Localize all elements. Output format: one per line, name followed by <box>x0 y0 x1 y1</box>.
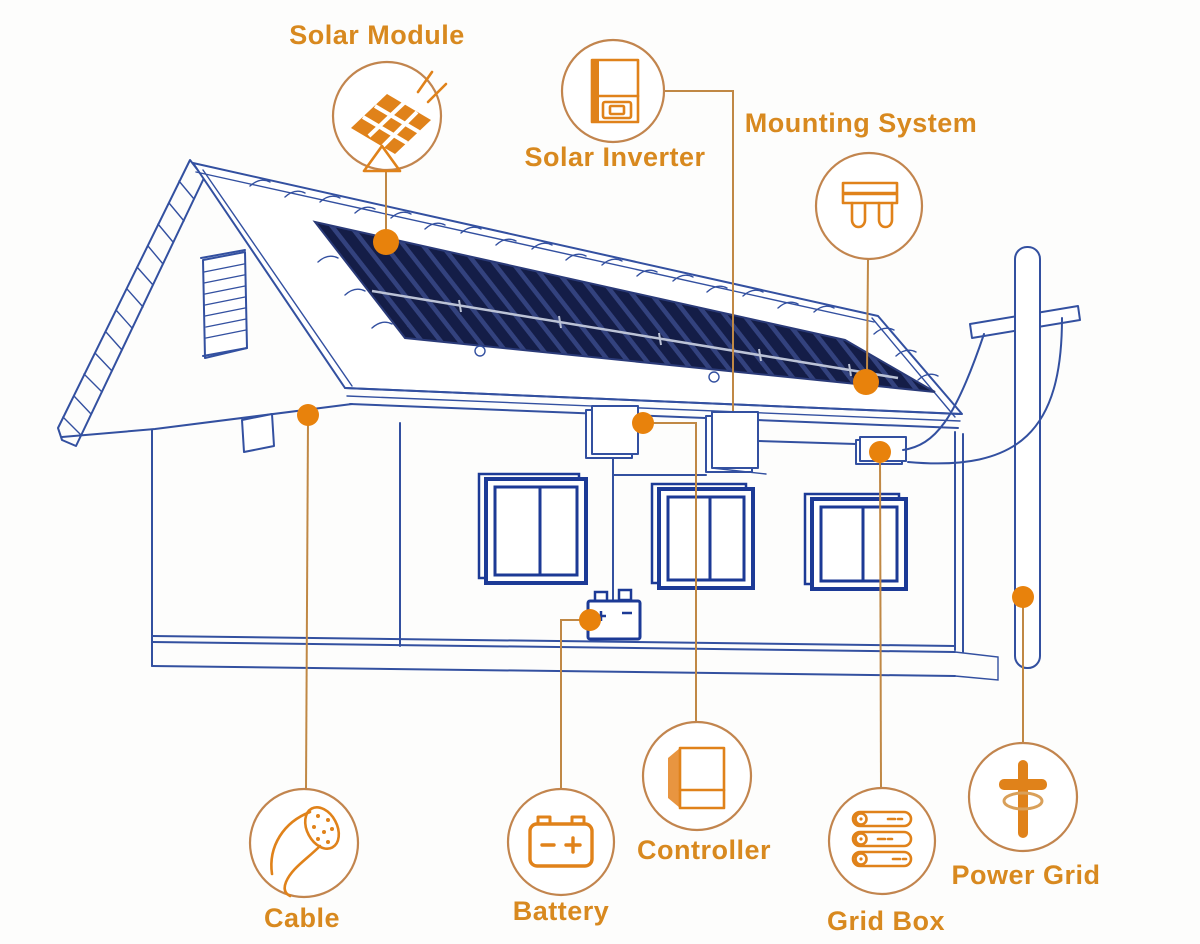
controller-icon <box>668 746 726 810</box>
power-grid-callout <box>967 741 1079 853</box>
battery-icon <box>528 815 594 868</box>
solar-inverter-callout <box>560 38 666 144</box>
service-wire <box>902 333 985 451</box>
battery-callout <box>506 787 616 897</box>
cable-callout <box>248 787 360 899</box>
label-battery: Battery <box>512 896 610 926</box>
solar-module-callout <box>331 60 448 173</box>
service-wire <box>907 317 1063 465</box>
label-grid-box: Grid Box <box>826 906 946 936</box>
gable-wall-box <box>241 413 275 453</box>
power-grid-point <box>1012 586 1034 608</box>
house-drawing <box>57 159 1081 681</box>
solar-panel-array <box>312 220 936 393</box>
window <box>650 482 755 590</box>
callout-connectors <box>297 90 1034 790</box>
label-power-grid: Power Grid <box>951 860 1101 890</box>
power-pole <box>902 246 1081 669</box>
solar-module-icon <box>351 70 448 173</box>
callout-icons <box>248 38 1079 899</box>
wall-boxes <box>585 405 907 601</box>
grid-box-callout <box>827 786 937 896</box>
mounting-system-callout <box>814 151 924 261</box>
controller-point <box>632 412 654 434</box>
label-mounting-system: Mounting System <box>744 108 978 138</box>
grid-box-icon <box>851 810 913 868</box>
house-battery <box>586 588 642 641</box>
grid-box-point <box>869 441 891 463</box>
power-grid-icon <box>999 760 1047 838</box>
label-cable: Cable <box>263 903 341 933</box>
eave-band <box>344 345 961 429</box>
roof-tile-scallops <box>249 179 939 381</box>
window <box>477 472 588 585</box>
gable-wall <box>61 249 353 667</box>
front-wall <box>151 422 999 681</box>
battery-point <box>579 609 601 631</box>
label-solar-inverter: Solar Inverter <box>524 142 706 172</box>
louver-vent <box>200 249 248 359</box>
cable-icon <box>270 806 341 898</box>
window <box>803 492 908 591</box>
controller-callout <box>641 720 753 832</box>
mounting-system-point <box>853 369 879 395</box>
cable-point <box>297 404 319 426</box>
mounting-system-icon <box>841 181 899 229</box>
gable-rake-trim <box>57 159 205 447</box>
solar-module-point <box>373 229 399 255</box>
label-controller: Controller <box>636 835 772 865</box>
label-solar-module: Solar Module <box>289 20 465 50</box>
solar-inverter-icon <box>590 58 640 124</box>
front-windows <box>477 472 908 591</box>
